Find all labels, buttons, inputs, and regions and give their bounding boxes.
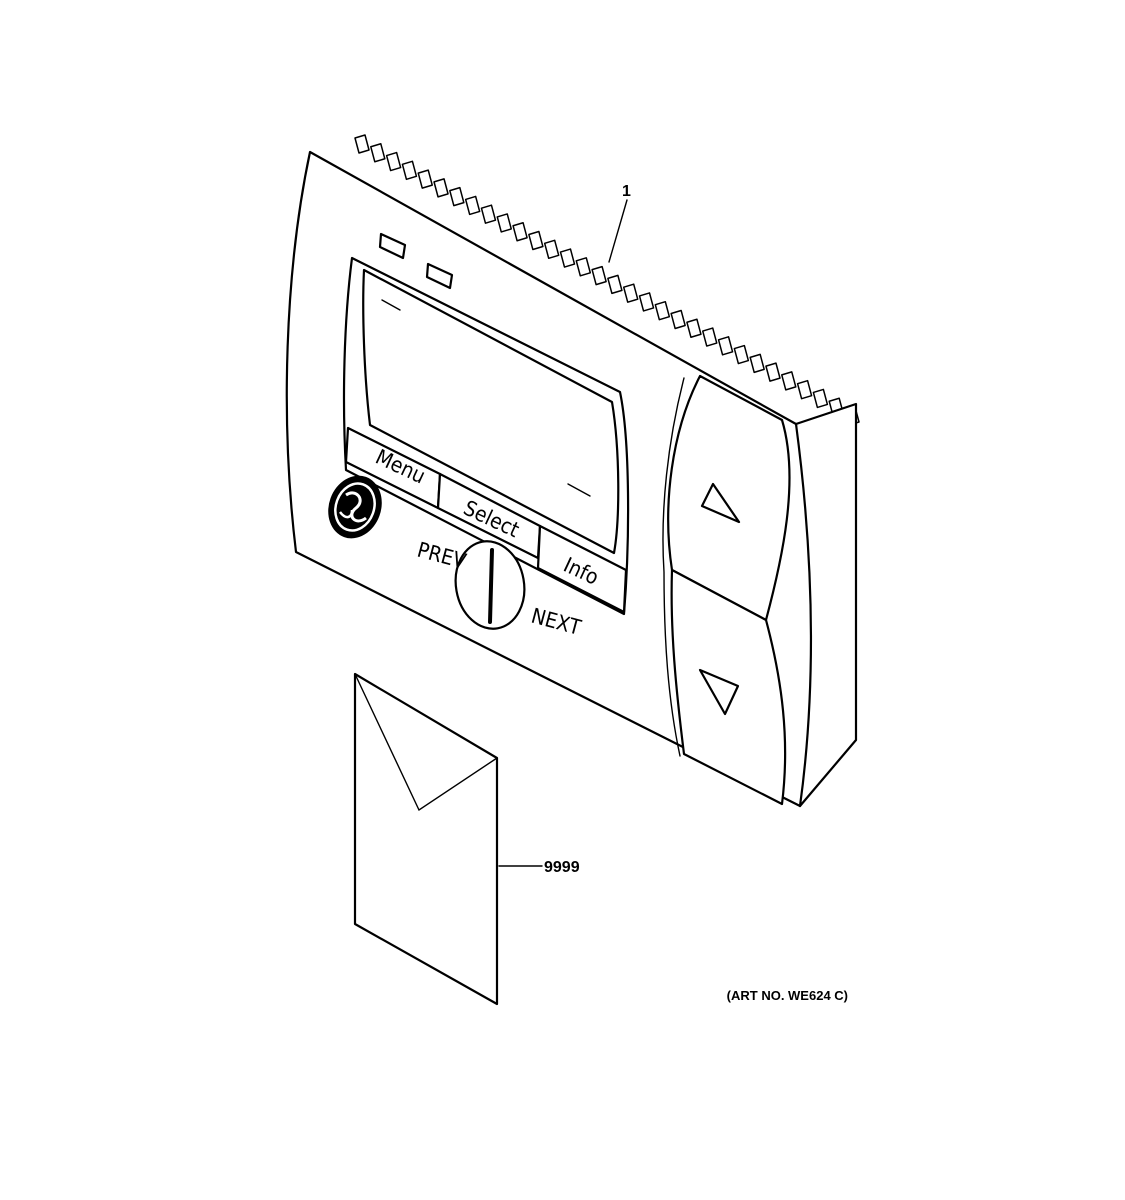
cooling-fin [354,134,370,154]
cooling-fin [528,230,544,251]
selector-dial-icon[interactable] [449,536,531,634]
ge-logo-icon [328,475,382,539]
up-arrow-button[interactable] [700,482,741,524]
up-arrow-icon [700,482,741,524]
cooling-fin [796,379,813,400]
cooling-fin [765,362,781,382]
literature-envelope [353,672,499,1006]
art-number: (ART NO. WE624 C) [727,988,848,1003]
cooling-fin [575,257,592,277]
cooling-fin [607,274,623,295]
cooling-fin [449,186,465,207]
cooling-fin [512,221,528,242]
cooling-fin [717,336,734,356]
cooling-fin [417,169,433,189]
callout-9999-label: 9999 [544,859,580,876]
down-arrow-icon [698,668,740,716]
cooling-fin [433,178,449,198]
cooling-fin [781,371,797,391]
status-led-1 [378,232,407,260]
cooling-fin [812,388,829,409]
cooling-fin [543,239,560,260]
cooling-fin [654,300,671,321]
cooling-fin [638,292,655,312]
cooling-fin [464,195,481,216]
cooling-fin [385,151,402,172]
down-arrow-button[interactable] [698,668,740,716]
cooling-fin [401,160,418,181]
cooling-fin [733,344,750,365]
info-button[interactable]: Info [536,524,628,614]
status-led-2 [425,262,454,290]
arrow-button-panel [662,374,791,806]
cooling-fin [370,143,386,163]
cooling-fin [686,318,702,339]
callout-1-label: 1 [622,183,631,200]
callout-1-leader [608,199,628,263]
cooling-fin [749,353,765,374]
cooling-fin [559,248,576,268]
cooling-fin [701,327,718,347]
cooling-fin [670,309,686,330]
cooling-fin [591,265,607,286]
cooling-fin [496,213,513,233]
cooling-fin [480,204,497,224]
lcd-display [342,256,630,616]
cooling-fin [622,283,639,303]
